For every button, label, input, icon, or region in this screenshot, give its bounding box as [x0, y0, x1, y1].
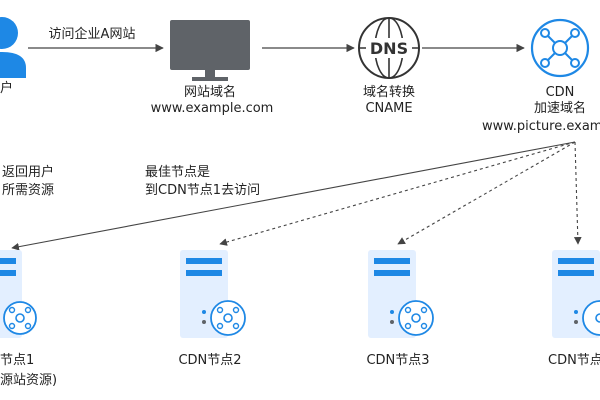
return-label-line-1: 返回用户	[2, 165, 55, 180]
user-icon	[0, 17, 26, 78]
node-1-label: 节点1	[0, 353, 35, 368]
edge-cdn-to-node3	[397, 141, 576, 245]
visit-edge-label: 访问企业A网站	[48, 27, 136, 42]
dns-cname: CNAME	[365, 101, 413, 116]
best-node-label-line-2: 到CDN节点1去访问	[145, 183, 261, 198]
cdn-title: CDN	[545, 85, 575, 100]
edge-cdn-to-node4	[573, 141, 582, 245]
cdn-domain: www.picture.exam	[482, 119, 600, 134]
server-node-4-icon	[552, 250, 600, 338]
cdn-label: 加速域名	[533, 101, 587, 116]
edge-cdn-to-node1	[11, 141, 576, 251]
best-node-label-line-1: 最佳节点是	[145, 165, 211, 180]
node-4-label: CDN节点	[548, 353, 600, 368]
dns-icon-text: DNS	[370, 39, 408, 58]
node-1-sublabel: 源站资源)	[0, 373, 58, 388]
website-domain: www.example.com	[150, 101, 274, 116]
monitor-icon	[170, 20, 250, 81]
node-3-label: CDN节点3	[366, 353, 430, 368]
dns-label: 域名转换	[362, 85, 416, 100]
user-label: 户	[0, 81, 14, 96]
server-node-3-icon	[368, 250, 434, 338]
node-2-label: CDN节点2	[178, 353, 242, 368]
server-node-1-icon	[0, 250, 37, 338]
cdn-network-icon	[530, 18, 590, 78]
website-label: 网站域名	[183, 85, 237, 100]
edge-cdn-to-node2	[219, 141, 576, 246]
return-label-line-2: 所需资源	[2, 183, 55, 198]
server-node-2-icon	[180, 250, 246, 338]
dns-globe-icon: DNS	[358, 17, 420, 79]
